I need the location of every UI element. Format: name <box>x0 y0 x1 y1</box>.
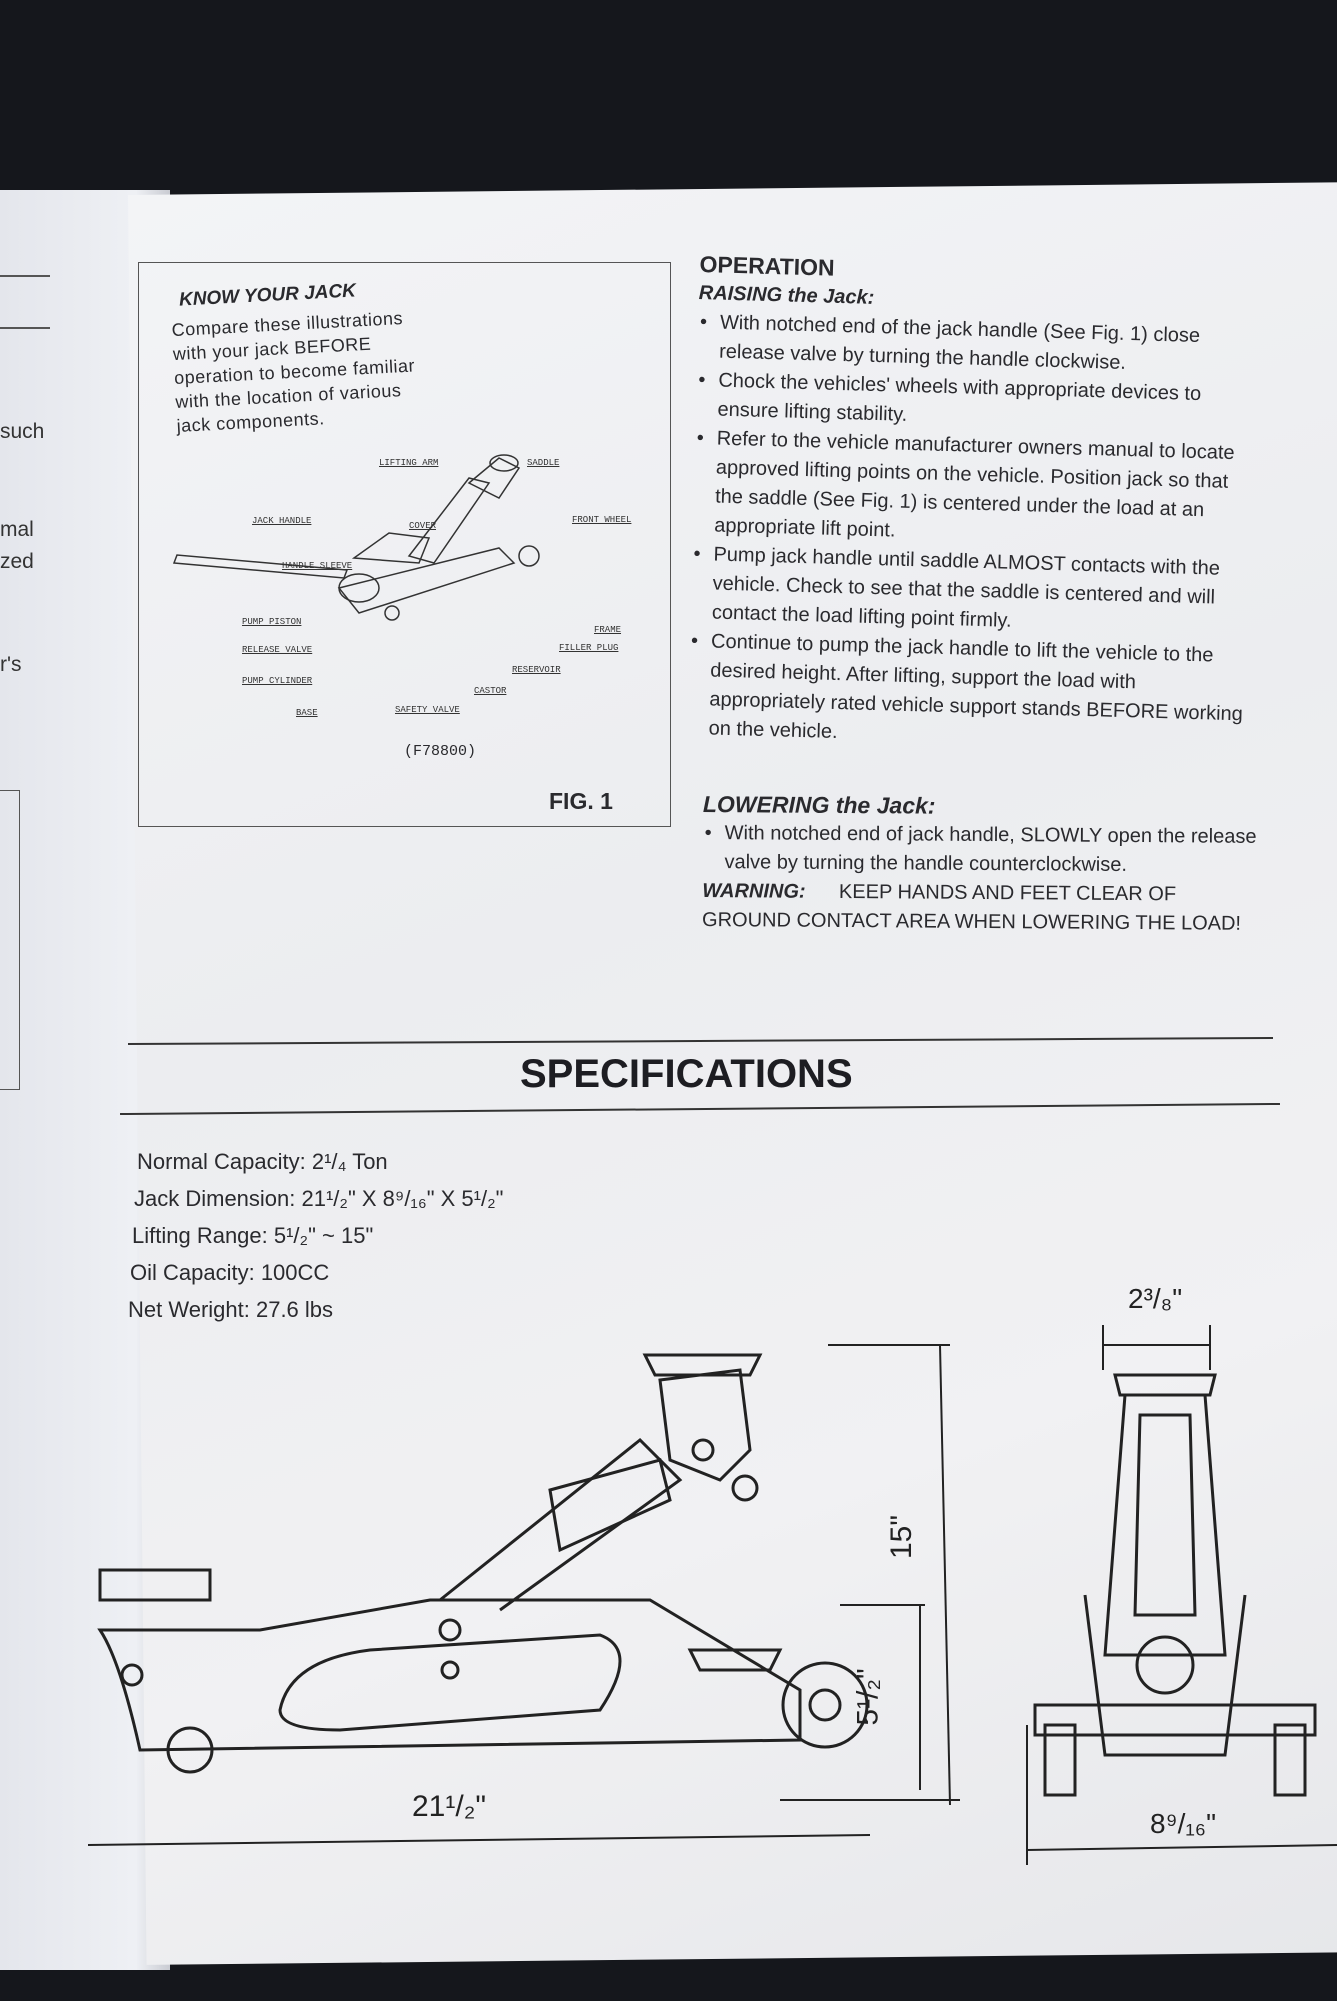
list-item: Pump jack handle until saddle ALMOST con… <box>689 540 1251 643</box>
part-label: HANDLE SLEEVE <box>282 561 353 571</box>
divider <box>0 275 50 277</box>
text-fragment: zed <box>0 550 34 573</box>
part-label: LIFTING ARM <box>379 458 439 468</box>
part-label: SAFETY VALVE <box>395 705 460 715</box>
list-item: Continue to pump the jack handle to lift… <box>686 627 1249 759</box>
max-height-dimension: 15" <box>885 1514 919 1560</box>
text-fragment: such <box>0 420 45 443</box>
spec-item: Net Weright: 27.6 lbs <box>128 1297 334 1322</box>
part-label: CASTOR <box>474 686 507 696</box>
spec-list: Normal Capacity: 2¹/₄ Ton Jack Dimension… <box>128 1143 504 1328</box>
part-label: RESERVOIR <box>512 665 561 675</box>
lowering-section: LOWERING the Jack: With notched end of j… <box>702 790 1258 939</box>
list-item: Refer to the vehicle manufacturer owners… <box>692 424 1255 556</box>
figure-box: KNOW YOUR JACK Compare these illustratio… <box>138 262 671 827</box>
front-view-drawing <box>1026 1325 1337 1865</box>
part-label: SADDLE <box>527 458 560 468</box>
part-label: BASE <box>296 708 318 718</box>
spec-item: Oil Capacity: 100CC <box>130 1260 330 1285</box>
part-label: FRONT WHEEL <box>572 515 632 525</box>
box-edge <box>0 790 20 1090</box>
side-view-drawing <box>87 1344 960 1846</box>
text-fragment: mal <box>0 518 34 541</box>
lowering-heading: LOWERING the Jack: <box>702 791 936 819</box>
width-dimension: 8⁹/₁₆" <box>1150 1808 1217 1839</box>
model-number: (F78800) <box>404 743 477 760</box>
part-label: PUMP PISTON <box>242 617 302 627</box>
saddle-width-dimension: 2³/₈" <box>1128 1283 1183 1314</box>
part-label: FRAME <box>594 625 622 635</box>
text-fragment: r's <box>0 653 22 676</box>
spec-item: Jack Dimension: 21¹/₂" X 8⁹/₁₆" X 5¹/₂" <box>134 1186 504 1211</box>
list-item: With notched end of jack handle, SLOWLY … <box>702 819 1257 881</box>
part-label: FILLER PLUG <box>559 643 619 653</box>
jack-illustration <box>172 454 540 621</box>
warning-label: WARNING: <box>702 879 806 903</box>
min-height-dimension: 5¹/₂" <box>851 1668 885 1726</box>
raising-list: With notched end of the jack handle (See… <box>686 308 1258 758</box>
length-dimension: 21¹/₂" <box>412 1790 486 1823</box>
part-label: COVER <box>409 521 437 531</box>
spec-item: Lifting Range: 5¹/₂" ~ 15" <box>132 1223 374 1248</box>
operation-section: OPERATION RAISING the Jack: With notched… <box>686 250 1260 758</box>
figure-caption: FIG. 1 <box>549 788 613 814</box>
part-label: PUMP CYLINDER <box>242 676 313 686</box>
part-label: RELEASE VALVE <box>242 645 313 655</box>
spec-item: Normal Capacity: 2¹/₄ Ton <box>137 1149 388 1174</box>
divider <box>0 327 50 329</box>
specifications-title: SPECIFICATIONS <box>520 1052 853 1096</box>
figure-intro: Compare these illustrations with your ja… <box>171 304 447 438</box>
figure-title: KNOW YOUR JACK <box>178 280 357 311</box>
part-label: JACK HANDLE <box>252 516 312 526</box>
